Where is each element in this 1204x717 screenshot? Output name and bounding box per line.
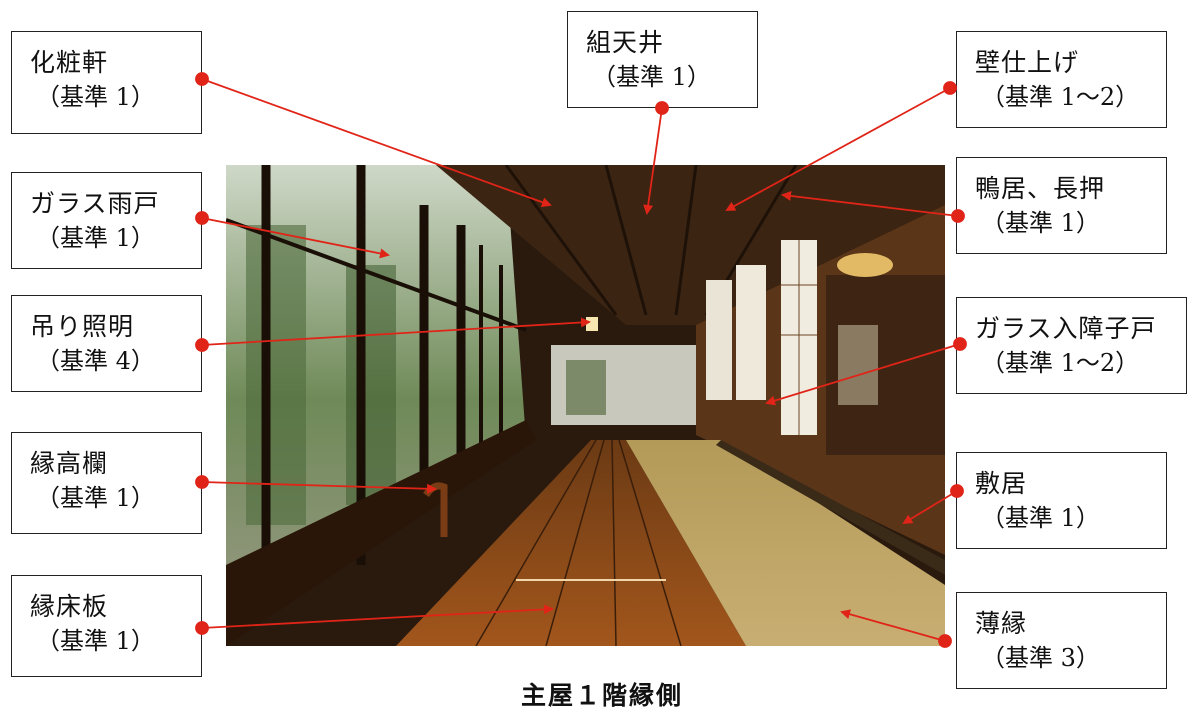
label-name: 薄縁 (975, 609, 1028, 638)
label-name: ガラス雨戸 (30, 189, 160, 218)
photo-illustration (226, 165, 945, 646)
label-criterion: （基準 1） (981, 504, 1100, 532)
label-shikii: 敷居 （基準 1） (956, 452, 1167, 549)
label-tsuri-shomei: 吊り照明 （基準 4） (11, 295, 202, 392)
label-name: 鴨居、長押 (975, 174, 1106, 203)
label-criterion: （基準 1） (981, 209, 1100, 237)
label-criterion: （基準 4） (36, 347, 155, 375)
label-kabe-shiage: 壁仕上げ （基準 1〜2） (956, 31, 1167, 128)
label-name: 吊り照明 (30, 312, 135, 341)
engawa-corridor-photo (226, 165, 945, 646)
label-criterion: （基準 1〜2） (981, 83, 1140, 111)
label-en-yukaita: 縁床板 （基準 1） (11, 575, 202, 677)
figure-caption: 主屋１階縁側 (520, 681, 683, 710)
label-name: 敷居 (975, 469, 1028, 498)
label-criterion: （基準 1） (36, 627, 155, 655)
label-kesho-noki: 化粧軒 （基準 1） (11, 31, 202, 134)
label-kumi-tenjo: 組天井 （基準 1） (567, 11, 758, 108)
label-name: 縁床板 (30, 592, 109, 621)
label-glass-shojido: ガラス入障子戸 （基準 1〜2） (956, 297, 1187, 394)
label-criterion: （基準 1） (36, 224, 155, 252)
label-kamoi-nageshi: 鴨居、長押 （基準 1） (956, 157, 1167, 254)
label-name: ガラス入障子戸 (975, 314, 1157, 343)
label-criterion: （基準 1） (36, 484, 155, 512)
label-criterion: （基準 1〜2） (981, 349, 1140, 377)
label-glass-amado: ガラス雨戸 （基準 1） (11, 172, 202, 269)
label-usuberi: 薄縁 （基準 3） (956, 592, 1167, 689)
label-name: 縁高欄 (30, 449, 109, 478)
label-name: 化粧軒 (30, 48, 109, 77)
label-name: 壁仕上げ (975, 48, 1080, 77)
label-criterion: （基準 1） (592, 63, 711, 91)
label-name: 組天井 (586, 28, 665, 57)
label-criterion: （基準 1） (36, 83, 155, 111)
label-en-takaran: 縁高欄 （基準 1） (11, 432, 202, 534)
label-criterion: （基準 3） (981, 644, 1100, 672)
